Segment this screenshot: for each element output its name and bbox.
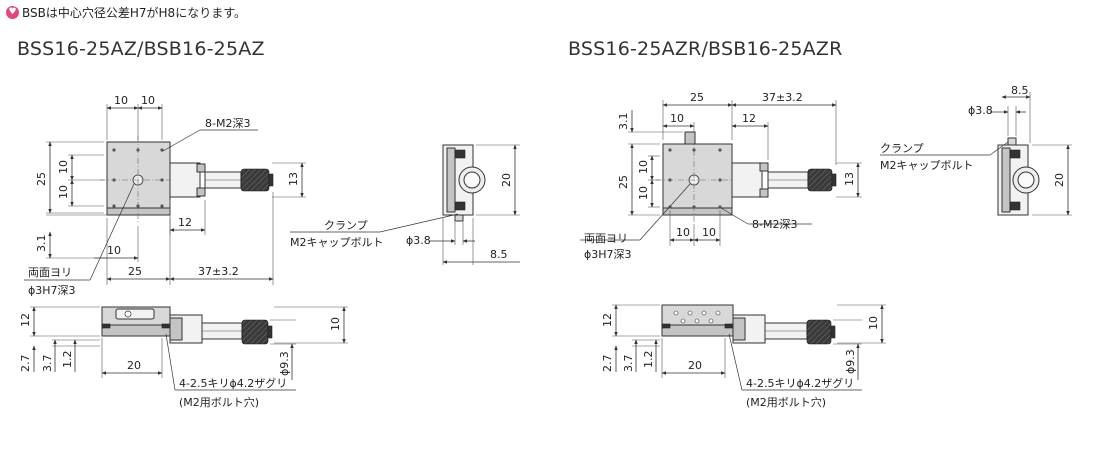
- dim-text: 10: [57, 185, 70, 199]
- dim-text: 3.1: [617, 113, 630, 131]
- dim-text: ϕ9.3: [278, 351, 291, 376]
- tap-label: 8-M2深3: [205, 117, 250, 130]
- note: ♥ BSBは中心穴径公差H7がH8になります。: [6, 4, 246, 21]
- dim-text: 12: [742, 112, 756, 125]
- left-micrometer-knob: [240, 168, 270, 192]
- dim-text: 20: [1053, 173, 1066, 187]
- dim-text: 37±3.2: [198, 265, 239, 278]
- mount-hole-label: (M2用ボルト穴): [179, 395, 259, 409]
- dim-text: 8.5: [490, 248, 508, 261]
- dim-text: 12: [601, 313, 614, 327]
- heart-icon: ♥: [6, 6, 19, 19]
- right-top-view: [656, 128, 837, 224]
- tap-label: 8-M2深3: [752, 218, 797, 231]
- dim-text: 10: [637, 160, 650, 174]
- thru-hole-label: ϕ3H7深3: [28, 284, 76, 297]
- dim-text: 2.7: [19, 355, 32, 373]
- dim-text: 20: [127, 359, 141, 372]
- dim-text: 10: [329, 317, 342, 331]
- dim-text: 10: [676, 226, 690, 239]
- right-side-view: ϕ3.8 8.5 20 クランプ M2キャップボルト: [880, 84, 1072, 216]
- dim-text: 37±3.2: [762, 91, 803, 104]
- left-front-view: 12 2.7 3.7 1.2 10 ϕ9.3 20 4-2.5キリϕ4.2ザグリ…: [19, 306, 348, 409]
- dim-text: 3.7: [41, 355, 54, 373]
- thru-hole-label: 両面ヨリ: [584, 232, 628, 245]
- dim-text: 25: [690, 91, 704, 104]
- right-front-view: 12 2.7 3.7 1.2 10 ϕ9.3 20 4-2.5キリϕ4.2ザグリ…: [601, 304, 886, 409]
- dim-text: 3.1: [35, 235, 48, 253]
- dim-text: 20: [688, 359, 702, 372]
- clamp-label: M2キャップボルト: [290, 236, 384, 249]
- dim-text: 2.7: [601, 355, 614, 373]
- dim-text: ϕ3.8: [406, 234, 431, 247]
- dim-text: 10: [57, 160, 70, 174]
- clamp-label: M2キャップボルト: [880, 159, 974, 172]
- thru-hole-label: 両面ヨリ: [28, 266, 72, 279]
- dim-text: 25: [35, 172, 48, 186]
- dim-text: 12: [19, 313, 32, 327]
- left-side-view: 20 ϕ3.8 8.5 クランプ M2キャップボルト: [290, 144, 520, 265]
- thru-hole-label: ϕ3H7深3: [584, 248, 632, 261]
- dim-text: ϕ3.8: [968, 104, 993, 117]
- dim-text: 10: [702, 226, 716, 239]
- dim-text: 25: [617, 175, 630, 189]
- right-title: BSS16-25AZR/BSB16-25AZR: [568, 38, 843, 60]
- dim-text: 20: [500, 173, 513, 187]
- dim-text: 13: [287, 172, 300, 186]
- right-top-dims: 25 37±3.2 10 12 3.1 25 10 10 13 10 10: [580, 91, 862, 261]
- mount-hole-label: (M2用ボルト穴): [746, 395, 826, 409]
- dim-text: 10: [670, 112, 684, 125]
- dim-text: 10: [867, 316, 880, 330]
- left-title: BSS16-25AZ/BSB16-25AZ: [17, 38, 265, 60]
- dim-text: 12: [178, 216, 192, 229]
- dim-text: 8.5: [1011, 84, 1029, 97]
- dim-text: 1.2: [61, 351, 74, 369]
- dim-text: 10: [114, 94, 128, 107]
- note-text: BSBは中心穴径公差H7がH8になります。: [22, 6, 246, 20]
- dim-text: 13: [843, 172, 856, 186]
- mount-hole-label: 4-2.5キリϕ4.2ザグリ: [179, 376, 287, 390]
- mount-hole-label: 4-2.5キリϕ4.2ザグリ: [746, 376, 854, 390]
- clamp-label: クランプ: [324, 219, 368, 232]
- dim-text: 25: [128, 265, 142, 278]
- dim-text: ϕ9.3: [844, 349, 857, 374]
- dim-text: 3.7: [622, 355, 635, 373]
- left-top-dims: 10 10 25 10 10 13 12 3.1 10 25 37±3: [24, 94, 306, 297]
- left-top-view: [100, 136, 274, 224]
- dim-text: 1.2: [642, 351, 655, 369]
- clamp-label: クランプ: [880, 142, 924, 155]
- dim-text: 10: [141, 94, 155, 107]
- dim-text: 10: [107, 244, 121, 257]
- dim-text: 10: [637, 186, 650, 200]
